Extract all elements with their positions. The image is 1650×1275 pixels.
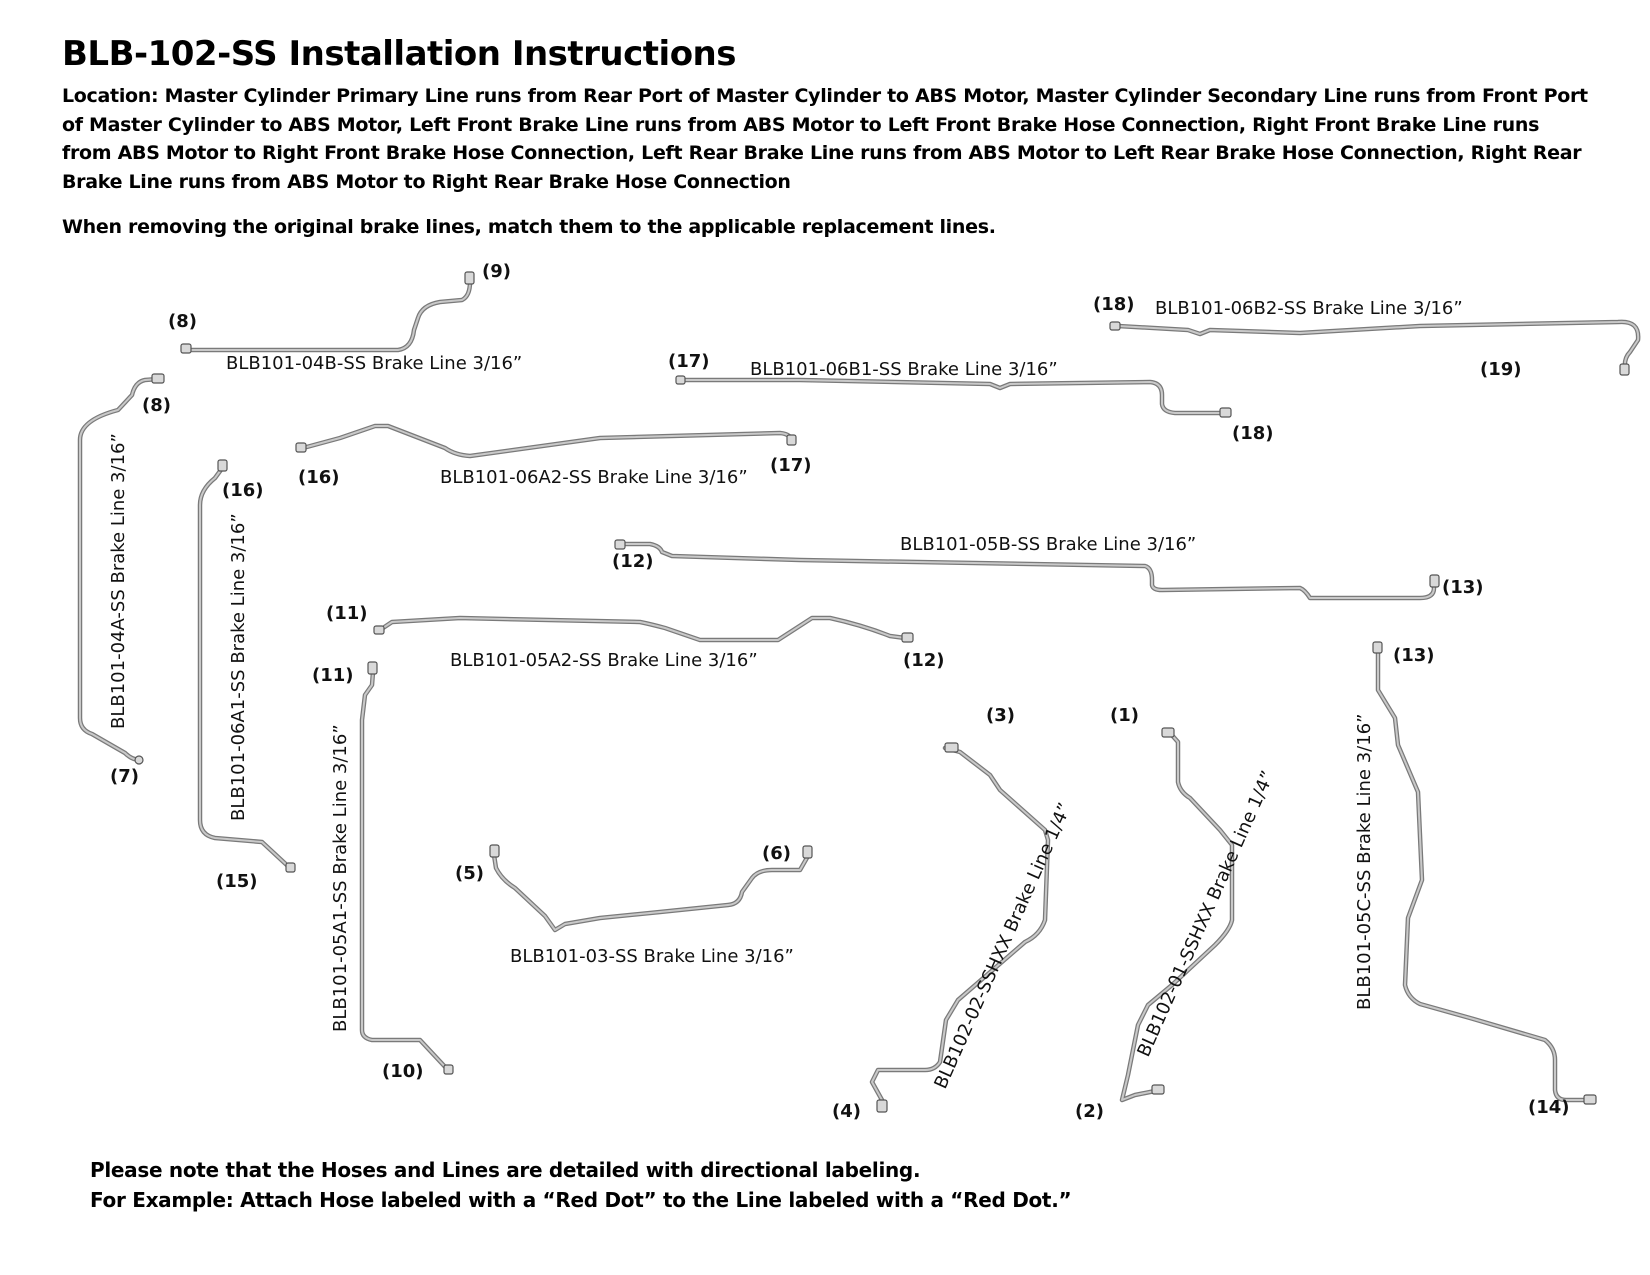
connector-label: (13)	[1393, 645, 1435, 666]
fitting-icon	[1151, 1084, 1165, 1095]
fitting-icon	[1161, 727, 1175, 738]
brake-line-05c: BLB101-05C-SS Brake Line 3/16” (13) (14)	[1354, 641, 1597, 1118]
removal-instruction: When removing the original brake lines, …	[62, 216, 996, 238]
fitting-icon	[489, 844, 500, 858]
connector-label: (7)	[110, 766, 139, 787]
connector-label: (8)	[142, 395, 171, 416]
connector-label: (2)	[1075, 1101, 1104, 1122]
line-label-05a1: BLB101-05A1-SS Brake Line 3/16”	[330, 724, 351, 1032]
line-label-04b: BLB101-04B-SS Brake Line 3/16”	[226, 353, 522, 374]
line-label-04a: BLB101-04A-SS Brake Line 3/16”	[108, 433, 129, 729]
line-label-05a2: BLB101-05A2-SS Brake Line 3/16”	[450, 650, 758, 671]
connector-label: (4)	[832, 1101, 861, 1122]
fitting-icon	[464, 271, 475, 285]
fitting-icon	[373, 625, 385, 635]
brake-line-05a2: BLB101-05A2-SS Brake Line 3/16” (11) (12…	[326, 603, 945, 671]
connector-label: (9)	[482, 261, 511, 282]
connector-label: (12)	[612, 551, 654, 572]
fitting-icon	[901, 632, 914, 643]
connector-label: (3)	[986, 705, 1015, 726]
fitting-icon	[443, 1064, 454, 1075]
brake-line-01: BLB102-01-SSHXX Brake Line 1/4” (1) (2)	[1075, 705, 1279, 1122]
connector-label: (17)	[668, 351, 710, 372]
red-dot-example: For Example: Attach Hose labeled with a …	[90, 1188, 1072, 1212]
brake-line-06b1: BLB101-06B1-SS Brake Line 3/16” (17) (18…	[668, 351, 1274, 444]
fitting-icon	[1619, 363, 1630, 376]
fitting-icon	[1583, 1094, 1597, 1105]
brake-line-03: BLB101-03-SS Brake Line 3/16” (5) (6)	[455, 843, 813, 967]
line-label-05c: BLB101-05C-SS Brake Line 3/16”	[1354, 714, 1375, 1010]
connector-label: (12)	[903, 650, 945, 671]
fitting-icon	[876, 1099, 888, 1113]
line-label-03: BLB101-03-SS Brake Line 3/16”	[510, 946, 794, 967]
connector-label: (13)	[1442, 577, 1484, 598]
fitting-icon	[285, 862, 296, 873]
brake-line-06b2: BLB101-06B2-SS Brake Line 3/16” (18) (19…	[1093, 294, 1641, 380]
connector-label: (16)	[298, 467, 340, 488]
connector-label: (1)	[1110, 705, 1139, 726]
fitting-icon	[1429, 574, 1440, 588]
connector-label: (5)	[455, 863, 484, 884]
line-label-02: BLB102-02-SSHXX Brake Line 1/4”	[930, 800, 1076, 1092]
line-label-06a2: BLB101-06A2-SS Brake Line 3/16”	[440, 467, 748, 488]
fitting-icon	[675, 375, 686, 385]
line-label-06a1: BLB101-06A1-SS Brake Line 3/16”	[228, 513, 249, 821]
fitting-icon	[180, 343, 192, 354]
connector-label: (18)	[1093, 294, 1135, 315]
fitting-icon	[1219, 407, 1232, 418]
line-label-06b2: BLB101-06B2-SS Brake Line 3/16”	[1155, 298, 1463, 319]
fitting-icon	[944, 742, 959, 753]
fitting-icon	[151, 373, 165, 384]
fitting-icon	[802, 845, 813, 859]
page-title: BLB-102-SS Installation Instructions	[62, 34, 737, 74]
fitting-icon	[367, 661, 378, 675]
brake-line-02: BLB102-02-SSHXX Brake Line 1/4” (3) (4)	[832, 705, 1076, 1122]
connector-label: (18)	[1232, 423, 1274, 444]
brake-line-05a1: BLB101-05A1-SS Brake Line 3/16” (11) (10…	[312, 661, 454, 1082]
brake-line-04b: BLB101-04B-SS Brake Line 3/16” (8) (9)	[168, 261, 522, 374]
line-label-06b1: BLB101-06B1-SS Brake Line 3/16”	[750, 359, 1058, 380]
fitting-icon	[1109, 321, 1121, 331]
connector-label: (19)	[1480, 359, 1522, 380]
connector-label: (17)	[770, 455, 812, 476]
connector-label: (14)	[1528, 1097, 1570, 1118]
brake-line-06a1: BLB101-06A1-SS Brake Line 3/16” (16) (15…	[197, 459, 296, 892]
connector-label: (16)	[222, 480, 264, 501]
connector-label: (10)	[382, 1061, 424, 1082]
line-label-05b: BLB101-05B-SS Brake Line 3/16”	[900, 534, 1196, 555]
connector-label: (6)	[762, 843, 791, 864]
connector-label: (11)	[312, 665, 354, 686]
location-description: Location: Master Cylinder Primary Line r…	[62, 85, 1588, 193]
brake-line-06a2: BLB101-06A2-SS Brake Line 3/16” (16) (17…	[295, 423, 812, 488]
fitting-icon	[295, 442, 307, 453]
connector-label: (8)	[168, 311, 197, 332]
connector-label: (11)	[326, 603, 368, 624]
fitting-icon	[134, 755, 144, 765]
fitting-icon	[786, 434, 797, 446]
fitting-icon	[614, 539, 626, 550]
fitting-icon	[1372, 641, 1383, 654]
fitting-icon	[217, 459, 228, 472]
brake-line-04a: BLB101-04A-SS Brake Line 3/16” (8) (7)	[77, 373, 171, 787]
connector-label: (15)	[216, 871, 258, 892]
line-label-01: BLB102-01-SSHXX Brake Line 1/4”	[1133, 768, 1279, 1060]
directional-note: Please note that the Hoses and Lines are…	[90, 1158, 921, 1182]
brake-line-05b: BLB101-05B-SS Brake Line 3/16” (12) (13)	[612, 534, 1484, 601]
